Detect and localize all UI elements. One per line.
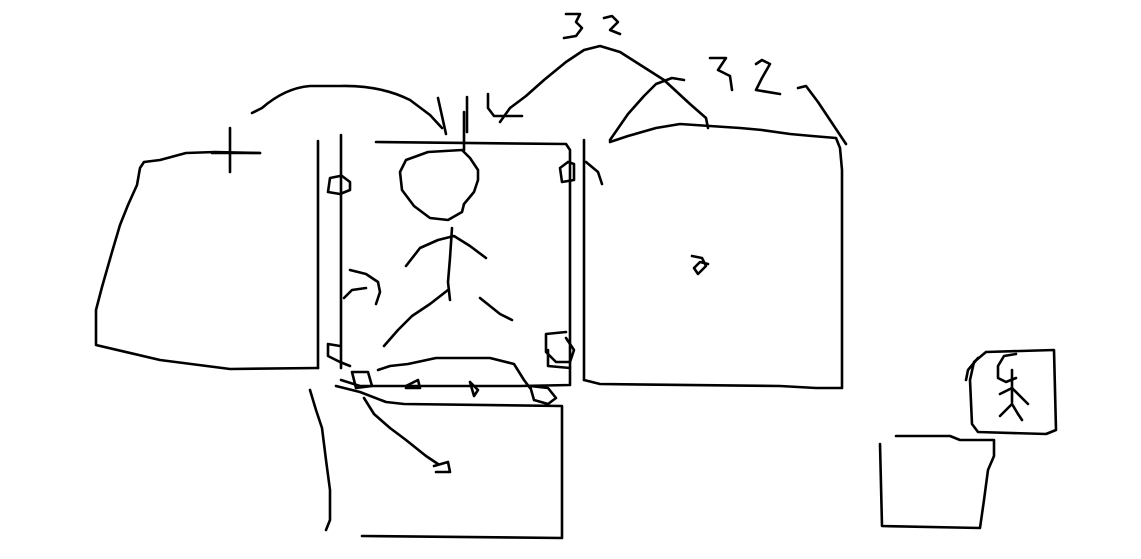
plus-icon: [210, 126, 262, 174]
center-panel-left-tabs: [326, 174, 352, 368]
right-panel: [582, 76, 848, 390]
top-arc-connector: [486, 44, 710, 130]
left-panel-sketch: [94, 150, 320, 371]
left-dividers: [316, 133, 343, 370]
avatar-card: [964, 348, 1058, 436]
right-divider: [582, 138, 604, 382]
left-arc-connector: [250, 84, 444, 130]
center-squiggles: [342, 268, 532, 390]
handwritten-32-top: 32: [562, 12, 622, 40]
center-panel: [339, 95, 572, 388]
center-panel-right-tabs: [544, 160, 576, 370]
center-panel-knobs: [350, 370, 558, 406]
small-box-bottom-right: [878, 434, 996, 530]
handwritten-32-right: 32: [708, 56, 782, 96]
bottom-panel: [308, 384, 564, 540]
stick-figure-center: [382, 148, 514, 348]
